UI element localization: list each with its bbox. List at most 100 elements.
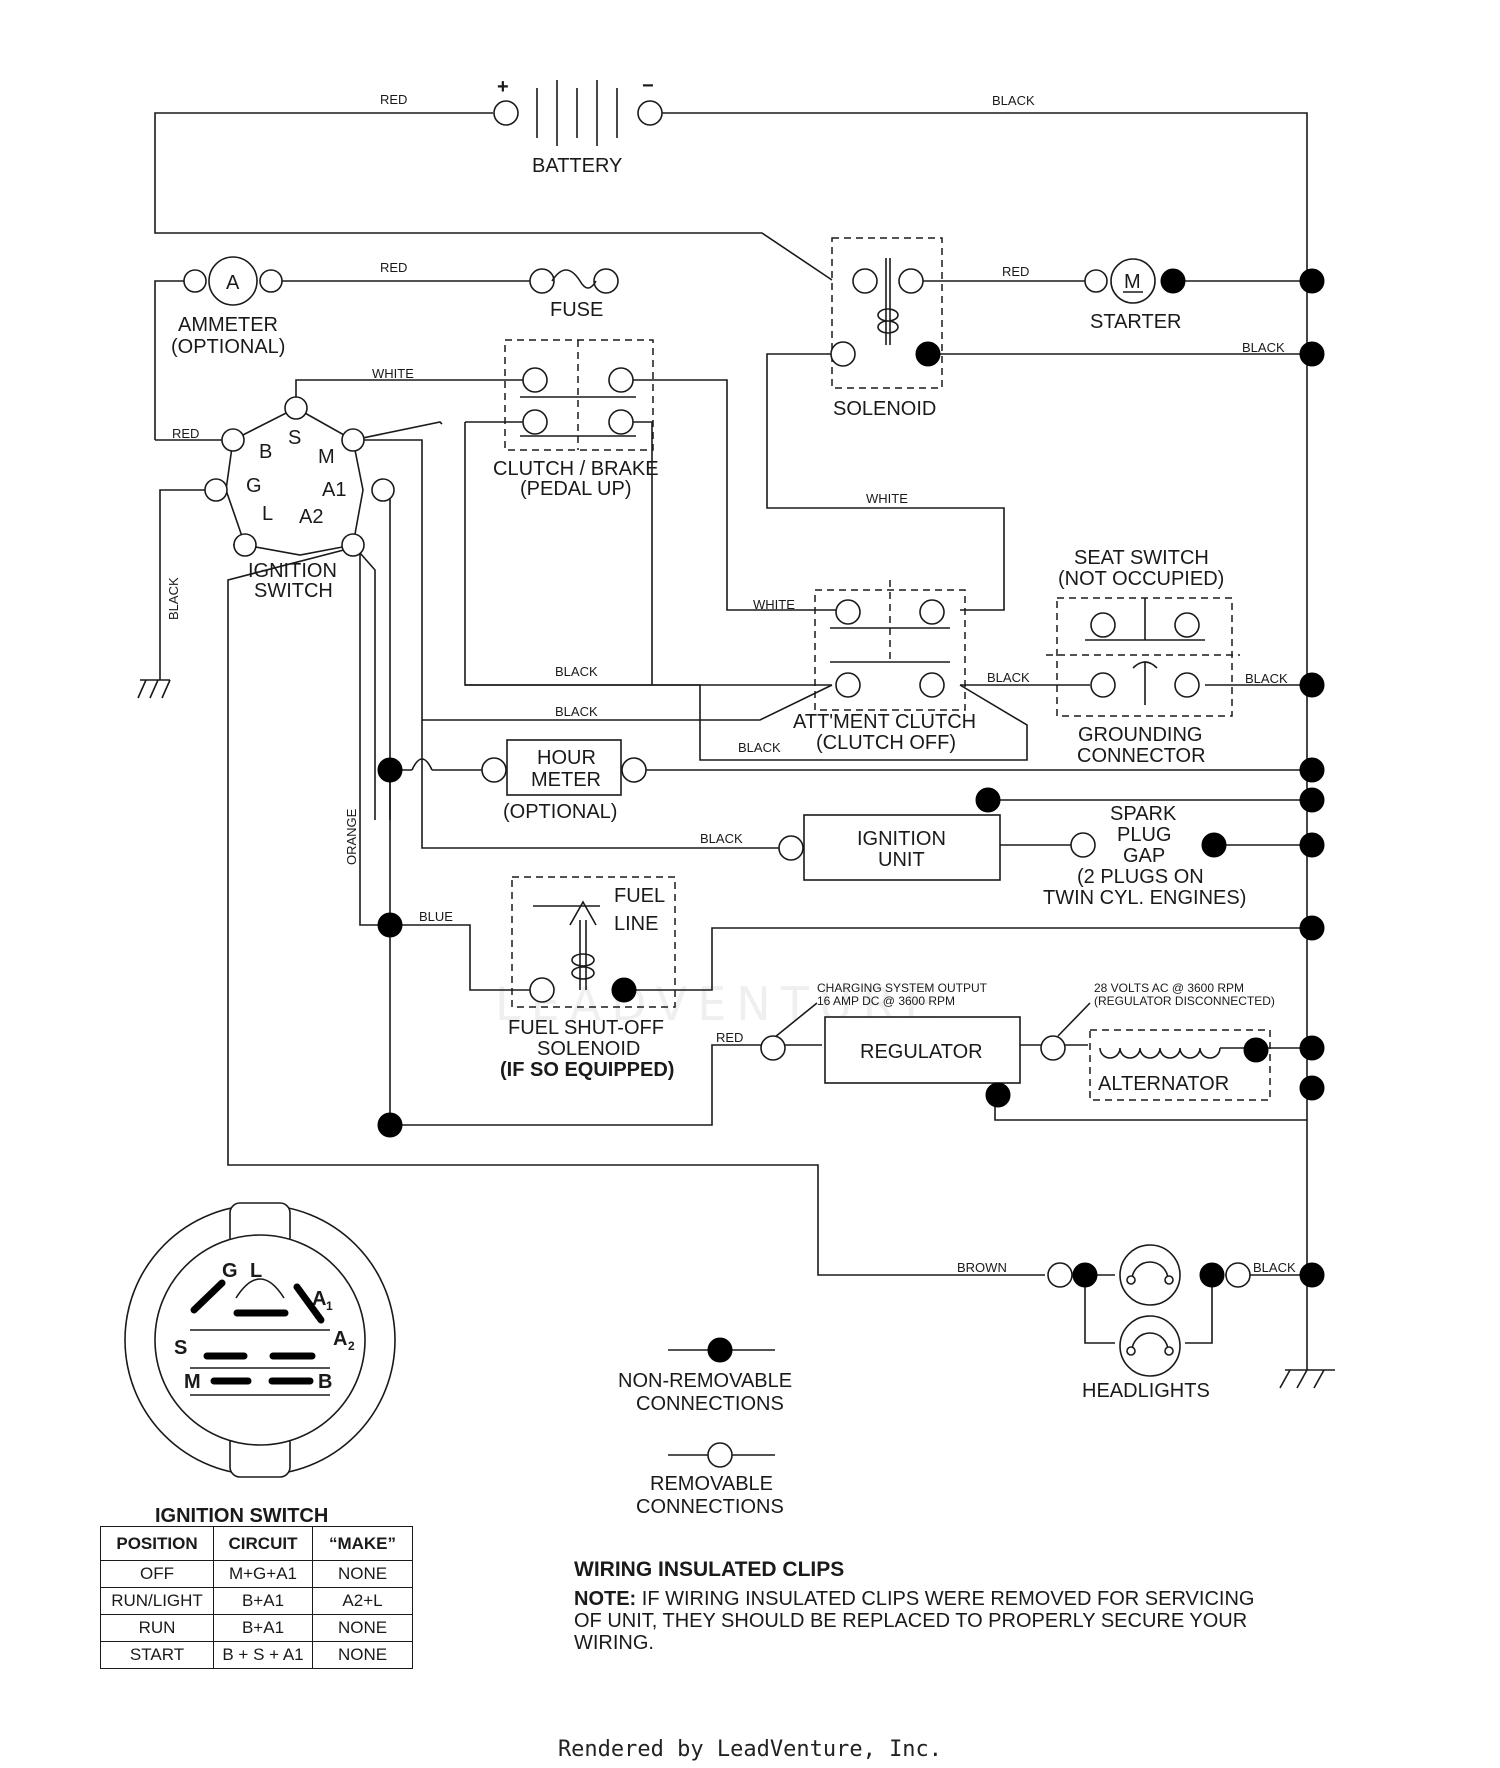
svg-text:−: − bbox=[642, 75, 654, 97]
svg-text:A1: A1 bbox=[322, 479, 346, 501]
note-heading: WIRING INSULATED CLIPS bbox=[574, 1558, 845, 1581]
svg-text:(REGULATOR DISCONNECTED): (REGULATOR DISCONNECTED) bbox=[1094, 994, 1275, 1008]
svg-text:BLACK: BLACK bbox=[1253, 1260, 1296, 1275]
svg-text:SPARK: SPARK bbox=[1110, 803, 1177, 825]
spark-plug: SPARK PLUG GAP (2 PLUGS ON TWIN CYL. ENG… bbox=[1043, 803, 1246, 909]
note-body: NOTE: IF WIRING INSULATED CLIPS WERE REM… bbox=[574, 1588, 1255, 1654]
svg-text:A: A bbox=[226, 272, 240, 294]
svg-text:(NOT OCCUPIED): (NOT OCCUPIED) bbox=[1058, 568, 1224, 590]
svg-text:(PEDAL UP): (PEDAL UP) bbox=[520, 478, 632, 500]
svg-text:FUSE: FUSE bbox=[550, 299, 603, 321]
svg-text:BLACK: BLACK bbox=[992, 93, 1035, 108]
svg-text:S: S bbox=[288, 427, 301, 449]
svg-text:B: B bbox=[318, 1371, 332, 1393]
svg-text:CONNECTIONS: CONNECTIONS bbox=[636, 1393, 784, 1415]
svg-text:CHARGING SYSTEM OUTPUT: CHARGING SYSTEM OUTPUT bbox=[817, 981, 988, 995]
svg-text:WHITE: WHITE bbox=[372, 366, 414, 381]
svg-text:(OPTIONAL): (OPTIONAL) bbox=[503, 801, 617, 823]
svg-text:L: L bbox=[262, 503, 273, 525]
starter: M STARTER bbox=[1084, 258, 1186, 333]
svg-text:AMMETER: AMMETER bbox=[178, 314, 278, 336]
svg-text:ALTERNATOR: ALTERNATOR bbox=[1098, 1073, 1229, 1095]
svg-text:REGULATOR: REGULATOR bbox=[860, 1041, 983, 1063]
svg-text:BROWN: BROWN bbox=[957, 1260, 1007, 1275]
ignition-switch: B S M G A1 L A2 IGNITION SWITCH bbox=[204, 396, 395, 602]
hour-meter: HOUR METER (OPTIONAL) bbox=[481, 739, 647, 823]
svg-text:(2 PLUGS ON: (2 PLUGS ON bbox=[1077, 866, 1204, 888]
svg-text:TWIN CYL. ENGINES): TWIN CYL. ENGINES) bbox=[1043, 887, 1246, 909]
svg-text:BLACK: BLACK bbox=[166, 577, 181, 620]
svg-text:A2: A2 bbox=[299, 506, 323, 528]
wire-labels: RED BLACK RED RED BLACK WHITE RED WHITE … bbox=[166, 92, 1296, 1275]
headlights: HEADLIGHTS bbox=[1047, 1244, 1251, 1402]
attachment-clutch-switch: ATT'MENT CLUTCH (CLUTCH OFF) bbox=[793, 580, 976, 754]
ammeter: A AMMETER (OPTIONAL) bbox=[171, 256, 285, 358]
svg-text:WHITE: WHITE bbox=[753, 597, 795, 612]
fuse: FUSE bbox=[529, 268, 619, 321]
clutch-brake-switch: CLUTCH / BRAKE (PEDAL UP) bbox=[493, 339, 659, 500]
svg-text:BLACK: BLACK bbox=[1245, 671, 1288, 686]
ignition-table-title: IGNITION SWITCH bbox=[155, 1505, 328, 1527]
svg-text:RED: RED bbox=[380, 92, 407, 107]
table-row: RUN B+A1 NONE bbox=[100, 1614, 413, 1642]
table-header: “MAKE” bbox=[312, 1526, 413, 1561]
battery-label: BATTERY bbox=[532, 155, 622, 177]
fuel-shutoff-solenoid: FUEL LINE FUEL SHUT-OFF SOLENOID (IF SO … bbox=[500, 876, 676, 1081]
svg-text:A: A bbox=[312, 1288, 326, 1310]
legend: NON-REMOVABLE CONNECTIONS REMOVABLE CONN… bbox=[618, 1337, 792, 1518]
svg-text:SOLENOID: SOLENOID bbox=[833, 398, 936, 420]
svg-text:RED: RED bbox=[716, 1030, 743, 1045]
svg-text:2: 2 bbox=[348, 1339, 355, 1353]
svg-text:(CLUTCH OFF): (CLUTCH OFF) bbox=[816, 732, 956, 754]
svg-text:G: G bbox=[246, 475, 262, 497]
svg-text:BLACK: BLACK bbox=[738, 740, 781, 755]
battery: + − BATTERY bbox=[493, 75, 663, 177]
svg-text:UNIT: UNIT bbox=[878, 849, 925, 871]
svg-text:ORANGE: ORANGE bbox=[344, 808, 359, 865]
svg-text:M: M bbox=[318, 446, 335, 468]
wiring-note: WIRING INSULATED CLIPS NOTE: IF WIRING I… bbox=[574, 1558, 1274, 1654]
svg-text:FUEL: FUEL bbox=[614, 885, 665, 907]
svg-text:FUEL SHUT-OFF: FUEL SHUT-OFF bbox=[508, 1017, 664, 1039]
svg-text:BLACK: BLACK bbox=[1242, 340, 1285, 355]
table-row: START B + S + A1 NONE bbox=[100, 1641, 413, 1669]
svg-text:HEADLIGHTS: HEADLIGHTS bbox=[1082, 1380, 1210, 1402]
svg-text:SWITCH: SWITCH bbox=[254, 580, 333, 602]
ignition-switch-face: G L A 1 A 2 S M B bbox=[124, 1202, 396, 1478]
svg-text:GAP: GAP bbox=[1123, 845, 1165, 867]
svg-text:ATT'MENT CLUTCH: ATT'MENT CLUTCH bbox=[793, 711, 976, 733]
svg-text:M: M bbox=[184, 1371, 201, 1393]
svg-text:WHITE: WHITE bbox=[866, 491, 908, 506]
svg-text:A: A bbox=[333, 1328, 347, 1350]
svg-text:BLUE: BLUE bbox=[419, 909, 453, 924]
svg-text:(OPTIONAL): (OPTIONAL) bbox=[171, 336, 285, 358]
svg-text:LINE: LINE bbox=[614, 913, 658, 935]
wires bbox=[137, 112, 1335, 1389]
svg-text:16 AMP DC @ 3600 RPM: 16 AMP DC @ 3600 RPM bbox=[817, 994, 955, 1008]
table-header: POSITION bbox=[100, 1526, 214, 1561]
svg-text:L: L bbox=[250, 1260, 262, 1282]
svg-text:REMOVABLE: REMOVABLE bbox=[650, 1473, 773, 1495]
svg-text:GROUNDING: GROUNDING bbox=[1078, 724, 1202, 746]
svg-text:BLACK: BLACK bbox=[555, 704, 598, 719]
svg-text:CONNECTIONS: CONNECTIONS bbox=[636, 1496, 784, 1518]
table-row: OFF M+G+A1 NONE bbox=[100, 1560, 413, 1588]
svg-text:28 VOLTS AC @ 3600 RPM: 28 VOLTS AC @ 3600 RPM bbox=[1094, 981, 1244, 995]
svg-text:PLUG: PLUG bbox=[1117, 824, 1171, 846]
svg-text:IGNITION: IGNITION bbox=[857, 828, 946, 850]
svg-text:IGNITION: IGNITION bbox=[248, 560, 337, 582]
svg-text:G: G bbox=[222, 1260, 238, 1282]
ignition-table: POSITION CIRCUIT “MAKE” OFF M+G+A1 NONE … bbox=[100, 1526, 413, 1669]
table-row: RUN/LIGHT B+A1 A2+L bbox=[100, 1587, 413, 1615]
svg-text:RED: RED bbox=[1002, 264, 1029, 279]
svg-text:METER: METER bbox=[531, 769, 601, 791]
svg-text:HOUR: HOUR bbox=[537, 747, 596, 769]
svg-text:STARTER: STARTER bbox=[1090, 311, 1182, 333]
svg-text:BLACK: BLACK bbox=[555, 664, 598, 679]
svg-text:M: M bbox=[1124, 271, 1141, 293]
svg-text:CLUTCH / BRAKE: CLUTCH / BRAKE bbox=[493, 458, 659, 480]
svg-text:(IF SO EQUIPPED): (IF SO EQUIPPED) bbox=[500, 1059, 674, 1081]
solenoid: SOLENOID bbox=[830, 237, 943, 420]
svg-text:S: S bbox=[174, 1337, 187, 1359]
